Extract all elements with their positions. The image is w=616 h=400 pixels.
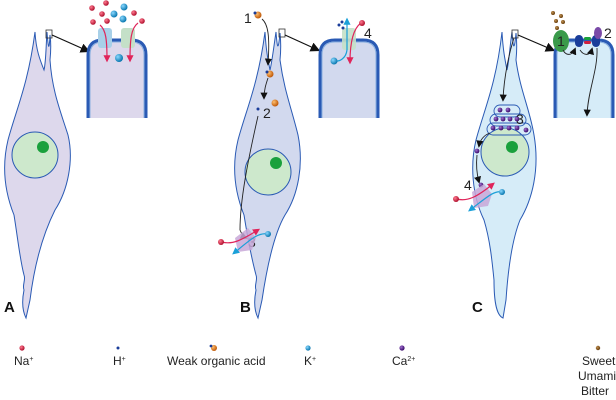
panel-a: A	[4, 0, 148, 320]
zoom-box-b	[278, 28, 286, 38]
g-protein-subunit-green	[584, 37, 591, 40]
panel-label-c: C	[472, 299, 483, 316]
step-2-c: 2	[604, 25, 612, 41]
nucleus-b	[244, 148, 292, 196]
panel-label-a: A	[4, 299, 15, 316]
step-2-b: 2	[263, 105, 271, 121]
na-channel-1	[98, 28, 112, 48]
step-4-c: 4	[464, 177, 472, 193]
svg-text:Bitter: Bitter	[581, 384, 609, 398]
svg-text:K+: K+	[304, 354, 316, 368]
zoom-arrow-a	[51, 34, 91, 53]
panel-label-b: B	[240, 299, 251, 316]
taste-receptor	[553, 30, 569, 52]
panel-c: 3 4 1 2	[453, 11, 615, 319]
step-1-c: 1	[557, 33, 565, 49]
svg-text:Sweet: Sweet	[582, 354, 616, 368]
legend-item-h: H+	[113, 346, 126, 368]
step-3-c: 3	[516, 111, 524, 127]
step-4-b: 4	[364, 25, 372, 41]
legend-item-na: Na+	[14, 345, 33, 368]
nucleus-a	[11, 131, 59, 179]
h-ion-b	[256, 107, 260, 111]
na-ions-a	[89, 0, 145, 25]
nucleolus-b	[270, 157, 282, 169]
nucleolus-c	[506, 141, 518, 153]
legend-item-ca: Ca2+	[392, 345, 415, 368]
zoom-arrow-c	[517, 34, 556, 52]
legend-item-k: K+	[304, 345, 316, 368]
legend-item-weak-acid: Weak organic acid	[167, 344, 266, 368]
step-1-b: 1	[244, 10, 252, 26]
svg-text:Umami: Umami	[578, 369, 616, 383]
h-channel-b	[342, 28, 356, 50]
k-channel-b	[218, 228, 271, 255]
zoom-box-a	[45, 29, 53, 39]
nucleolus-a	[37, 141, 49, 153]
acid-molecule-3	[271, 99, 279, 107]
svg-text:Weak organic acid: Weak organic acid	[167, 354, 266, 368]
svg-text:Na+: Na+	[14, 354, 33, 368]
nucleus-c	[480, 127, 530, 177]
second-messenger-target	[594, 27, 602, 39]
k-channel-c	[453, 182, 505, 212]
zoom-box-c	[511, 29, 519, 39]
inset-a	[86, 22, 148, 118]
inset-b: 4	[318, 17, 380, 118]
legend: Na+ H+ Weak organic acid K+ Ca2+ Sweet U…	[14, 344, 616, 398]
legend-item-tastants: Sweet Umami Bitter	[578, 345, 616, 398]
g-protein-1	[575, 35, 583, 47]
calcium-stores	[486, 104, 532, 136]
panel-b: 1 2 3 4 B	[218, 10, 380, 320]
g-protein-subunit-red	[584, 41, 591, 44]
zoom-arrow-b	[284, 34, 321, 52]
svg-text:H+: H+	[113, 354, 126, 368]
svg-text:Ca2+: Ca2+	[392, 354, 415, 368]
inset-c: 1 2	[551, 11, 615, 118]
